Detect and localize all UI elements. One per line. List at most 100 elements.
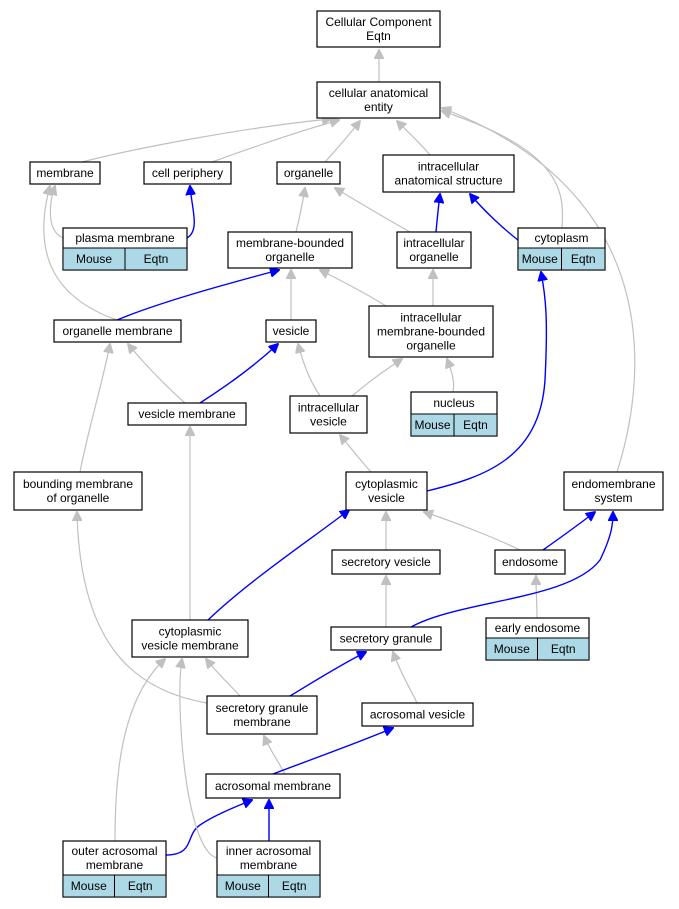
link-cell-eqtn[interactable] xyxy=(453,413,498,437)
node-label: secretory granule xyxy=(216,701,309,715)
edge-av-to-sg xyxy=(393,652,418,704)
node-label: vesicle membrane xyxy=(138,407,236,421)
node-label: intracellular xyxy=(298,401,359,415)
link-eqtn[interactable]: Eqtn xyxy=(571,252,596,266)
edge-sgm-to-bmo xyxy=(77,512,208,704)
link-mouse[interactable]: Mouse xyxy=(76,252,112,266)
edge-cvm-to-cv xyxy=(207,510,349,621)
link-cell-eqtn[interactable] xyxy=(268,874,321,898)
edge-membrane-to-cae xyxy=(81,119,331,163)
node-box xyxy=(53,319,182,343)
node-label: Eqtn xyxy=(366,29,391,43)
link-eqtn[interactable]: Eqtn xyxy=(282,879,307,893)
node-label: acrosomal vesicle xyxy=(370,708,466,722)
node-label: organelle xyxy=(265,250,315,264)
link-mouse[interactable]: Mouse xyxy=(494,642,530,656)
edge-ias-to-cae xyxy=(397,121,431,156)
node-membrane[interactable]: membrane xyxy=(29,161,101,185)
link-mouse[interactable]: Mouse xyxy=(414,418,450,432)
node-sg[interactable]: secretory granule xyxy=(330,626,442,651)
edge-iam-to-cvm xyxy=(180,659,218,859)
node-box xyxy=(345,471,428,511)
link-cell-eqtn[interactable] xyxy=(561,247,606,271)
link-mouse[interactable]: Mouse xyxy=(71,879,107,893)
edge-sgm-to-sg xyxy=(289,652,366,697)
node-organelle[interactable]: organelle xyxy=(276,161,341,185)
node-label: intracellular xyxy=(400,311,461,325)
node-box xyxy=(227,231,353,269)
link-cell-eqtn[interactable] xyxy=(114,874,167,898)
node-box xyxy=(289,395,368,434)
node-box xyxy=(205,773,341,799)
node-label: organelle membrane xyxy=(62,324,172,338)
node-box xyxy=(276,161,341,185)
node-av[interactable]: acrosomal vesicle xyxy=(361,702,474,727)
node-label: cell periphery xyxy=(152,166,223,180)
link-eqtn[interactable]: Eqtn xyxy=(144,252,169,266)
link-mouse[interactable]: Mouse xyxy=(522,252,558,266)
edge-bmo-to-organelle-membrane xyxy=(79,344,110,473)
node-endosome[interactable]: endosome xyxy=(494,549,566,575)
node-box xyxy=(265,319,317,343)
node-label: cytoplasmic xyxy=(159,625,222,639)
link-cell-eqtn[interactable] xyxy=(537,637,590,661)
link-eqtn[interactable]: Eqtn xyxy=(128,879,153,893)
edge-cell-periphery-to-cae xyxy=(211,120,339,163)
node-box xyxy=(331,549,441,575)
node-label: membrane xyxy=(233,715,291,729)
edge-plasma-membrane-to-membrane xyxy=(50,186,64,239)
edge-imbo-to-mbo xyxy=(320,270,387,307)
edge-organelle-to-cae xyxy=(324,121,360,163)
node-vesicle-membrane[interactable]: vesicle membrane xyxy=(127,402,247,426)
node-label: cytoplasm xyxy=(534,231,588,245)
node-label: acrosomal membrane xyxy=(215,779,331,793)
node-label: membrane xyxy=(36,166,94,180)
node-label: membrane xyxy=(86,858,144,872)
node-label: nucleus xyxy=(433,396,474,410)
node-label: vesicle membrane xyxy=(141,639,239,653)
node-label: anatomical structure xyxy=(394,174,502,188)
node-label: endosome xyxy=(502,555,558,569)
node-label: Cellular Component xyxy=(325,15,432,29)
node-am[interactable]: acrosomal membrane xyxy=(205,773,341,799)
edge-vesicle-membrane-to-organelle-membrane xyxy=(128,344,186,404)
edge-cytoplasm-to-ias xyxy=(470,194,519,241)
edge-iv-to-vesicle xyxy=(298,344,321,397)
edge-am-to-sgm xyxy=(264,736,286,775)
node-label: vesicle xyxy=(310,415,347,429)
node-label: organelle xyxy=(284,166,334,180)
link-cell-eqtn[interactable] xyxy=(124,247,188,271)
edge-io-to-ias xyxy=(436,194,440,233)
node-label: organelle xyxy=(409,250,459,264)
node-organelle-membrane[interactable]: organelle membrane xyxy=(53,319,182,343)
edge-sg-to-es xyxy=(410,512,613,628)
link-eqtn[interactable]: Eqtn xyxy=(551,642,576,656)
link-mouse[interactable]: Mouse xyxy=(225,879,261,893)
node-label: cellular anatomical xyxy=(329,86,428,100)
node-sv[interactable]: secretory vesicle xyxy=(331,549,441,575)
node-vesicle[interactable]: vesicle xyxy=(265,319,317,343)
node-label: bounding membrane xyxy=(23,477,133,491)
link-eqtn[interactable]: Eqtn xyxy=(463,418,488,432)
node-cell-periphery[interactable]: cell periphery xyxy=(143,161,232,185)
